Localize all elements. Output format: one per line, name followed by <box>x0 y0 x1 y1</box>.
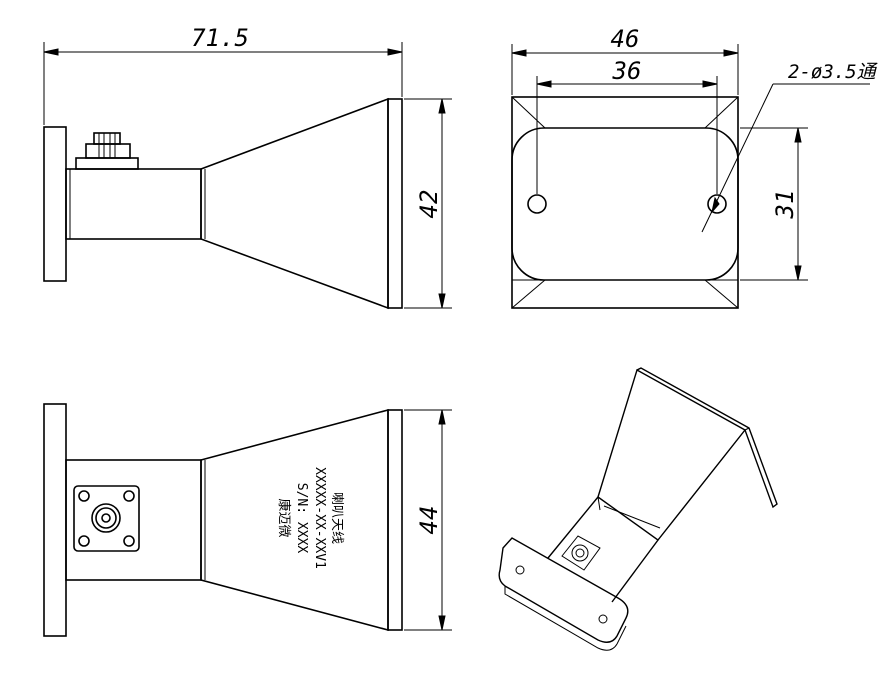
side-horn-lip <box>387 98 403 309</box>
dim-hole-spacing <box>536 76 718 194</box>
iso-connector <box>561 535 601 571</box>
dim-hole-spacing-label: 36 <box>612 57 642 85</box>
iso-flange <box>498 537 629 643</box>
dim-side-length-label: 71.5 <box>191 24 249 52</box>
dim-front-height-label: 31 <box>771 190 799 220</box>
nameplate: 喇叭天线 XXXXX-XX-XXV1 S/N: XXXX 康迈微 <box>276 467 344 569</box>
dim-front-width-label: 46 <box>611 25 640 53</box>
isometric-view <box>498 367 778 651</box>
iso-waveguide <box>547 496 659 603</box>
bottom-flange <box>43 403 67 637</box>
iso-horn <box>597 368 747 541</box>
dim-front-height <box>740 127 808 281</box>
nameplate-line4: 康迈微 <box>276 498 292 537</box>
nameplate-line2: XXXXX-XX-XXV1 <box>312 467 327 569</box>
hole-leader <box>701 83 870 233</box>
side-flange <box>43 126 67 282</box>
bottom-horn-lip <box>387 409 403 631</box>
side-view: 71.5 42 <box>43 24 452 310</box>
dim-bottom-height <box>404 409 452 631</box>
bottom-view: 喇叭天线 XXXXX-XX-XXV1 S/N: XXXX 康迈微 44 <box>43 403 452 637</box>
bottom-connector <box>73 485 140 552</box>
dim-front-width <box>511 44 739 95</box>
hole-note-label: 2-ø3.5通 <box>788 61 878 83</box>
dim-side-length <box>43 42 403 125</box>
dim-side-height-label: 42 <box>415 190 443 219</box>
side-horn <box>200 97 389 310</box>
dim-side-height <box>404 98 452 309</box>
side-connector <box>75 132 139 170</box>
side-waveguide <box>65 168 202 240</box>
nameplate-line3: S/N: XXXX <box>294 483 309 554</box>
nameplate-line1: 喇叭天线 <box>329 492 344 544</box>
front-hole-left <box>527 194 547 214</box>
bottom-waveguide <box>65 459 202 581</box>
dim-bottom-height-label: 44 <box>415 506 443 535</box>
iso-horn-mouth <box>636 367 778 509</box>
front-hole-right <box>707 194 727 214</box>
front-view: 46 36 2-ø3.5通 31 <box>511 25 878 309</box>
